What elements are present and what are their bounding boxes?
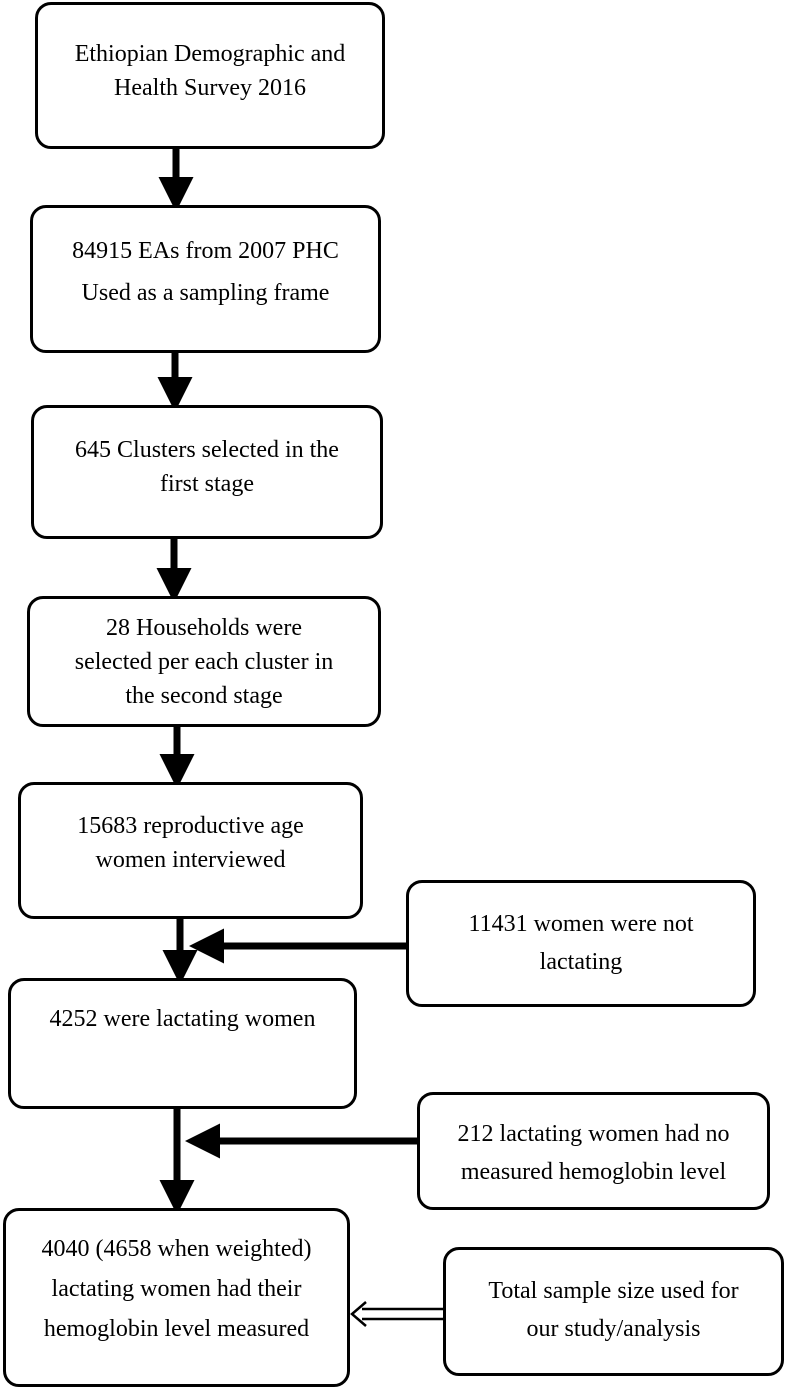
box-women: 15683 reproductive age women interviewed [18,782,363,919]
box-clusters-line-2: first stage [160,471,254,497]
box-measured: 4040 (4658 when weighted) lactating wome… [3,1208,350,1387]
box-not-lactating: 11431 women were not lactating [406,880,756,1007]
box-measured-line-3: hemoglobin level measured [43,1316,310,1342]
double-arrow-total-sample [350,1301,443,1327]
box-total-sample-line-1: Total sample size used for [488,1278,739,1304]
box-households-line-2: selected per each cluster in [74,649,334,675]
box-women-line-2: women interviewed [95,847,286,873]
box-total-sample: Total sample size used for our study/ana… [443,1247,784,1376]
box-households: 28 Households were selected per each clu… [27,596,381,727]
box-survey-line-1: Ethiopian Demographic and [74,41,346,67]
box-measured-line-2: lactating women had their [51,1276,302,1302]
box-not-lactating-line-2: lactating [539,949,623,975]
box-clusters: 645 Clusters selected in the first stage [31,405,383,539]
box-survey-line-2: Health Survey 2016 [114,75,306,101]
box-survey: Ethiopian Demographic and Health Survey … [35,2,385,149]
box-no-hemoglobin: 212 lactating women had no measured hemo… [417,1092,770,1210]
box-no-hemoglobin-line-1: 212 lactating women had no [457,1121,730,1147]
box-households-line-1: 28 Households were [106,615,302,641]
box-total-sample-line-2: our study/analysis [526,1316,701,1342]
box-lactating-line-1: 4252 were lactating women [49,1006,316,1032]
box-lactating: 4252 were lactating women [8,978,357,1109]
box-eas: 84915 EAs from 2007 PHC Used as a sampli… [30,205,381,353]
box-no-hemoglobin-line-2: measured hemoglobin level [460,1159,727,1185]
box-clusters-line-1: 645 Clusters selected in the [75,437,339,463]
box-measured-line-1: 4040 (4658 when weighted) [41,1236,312,1262]
box-eas-line-2: Used as a sampling frame [81,280,330,306]
box-eas-line-1: 84915 EAs from 2007 PHC [72,238,339,264]
box-not-lactating-line-1: 11431 women were not [468,911,694,937]
box-households-line-3: the second stage [125,683,283,709]
box-women-line-1: 15683 reproductive age [77,813,304,839]
